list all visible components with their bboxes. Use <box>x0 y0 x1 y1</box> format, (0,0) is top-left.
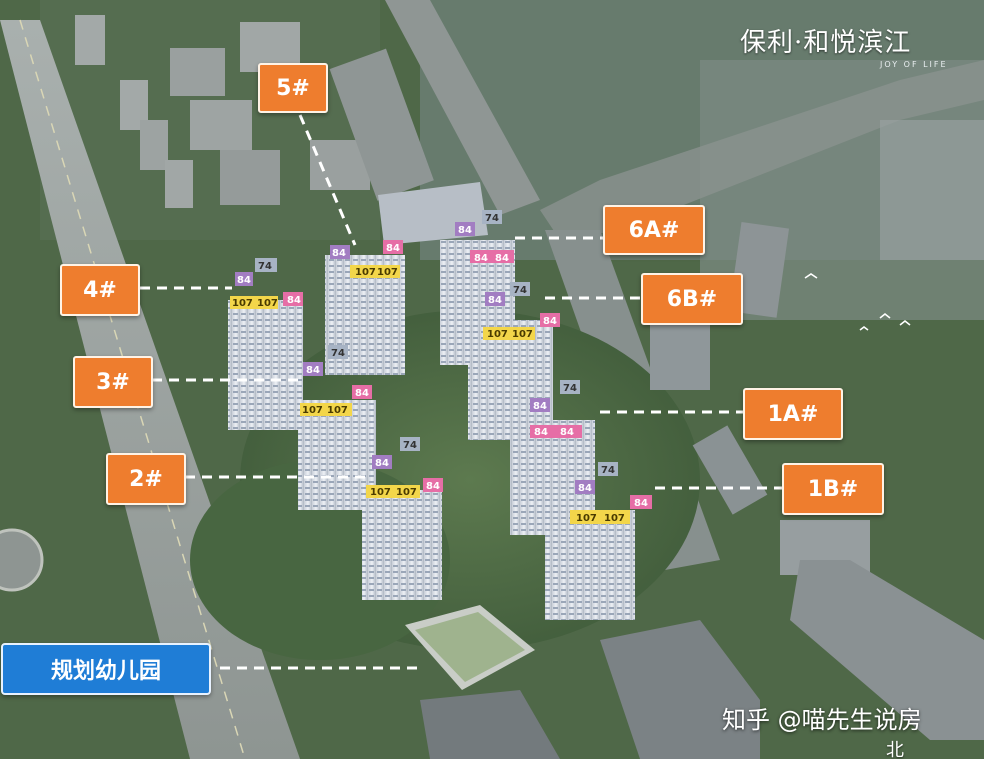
unit-label: 107 <box>576 513 597 524</box>
block-building <box>140 120 168 170</box>
building-label-6a: 6A# <box>603 205 705 255</box>
unit-label: 74 <box>485 213 499 224</box>
tower-2 <box>362 437 443 600</box>
brand-tagline: JOY OF LIFE <box>880 60 948 69</box>
unit-label: 84 <box>488 295 502 306</box>
unit-label: 84 <box>287 295 301 306</box>
kindergarten-roof <box>415 612 525 682</box>
unit-label: 74 <box>403 440 417 451</box>
unit-label: 74 <box>331 348 345 359</box>
unit-label: 84 <box>495 253 509 264</box>
unit-label: 84 <box>386 243 400 254</box>
north-indicator: 北 <box>886 740 904 759</box>
unit-label: 84 <box>237 275 251 286</box>
block-building <box>790 560 984 740</box>
building-label-1b: 1B# <box>782 463 884 515</box>
kindergarten-label: 规划幼儿园 <box>1 643 211 695</box>
unit-label: 84 <box>560 427 574 438</box>
block-building <box>220 150 280 205</box>
unit-label: 74 <box>601 465 615 476</box>
unit-label: 74 <box>513 285 527 296</box>
unit-label: 84 <box>332 248 346 259</box>
unit-label: 84 <box>458 225 472 236</box>
unit-label: 107 <box>302 405 323 416</box>
block-building <box>880 120 984 260</box>
unit-label: 107 <box>512 329 533 340</box>
brand-name: 保利·和悦滨江 <box>740 28 912 58</box>
unit-label: 107 <box>327 405 348 416</box>
block-building <box>420 690 560 759</box>
block-building <box>692 425 768 515</box>
building-label-3: 3# <box>73 356 153 408</box>
unit-label: 107 <box>487 329 508 340</box>
unit-label: 107 <box>355 267 376 278</box>
unit-label: 84 <box>534 427 548 438</box>
unit-label: 74 <box>258 261 272 272</box>
building-label-5: 5# <box>258 63 328 113</box>
unit-label: 84 <box>355 388 369 399</box>
unit-label: 107 <box>257 298 278 309</box>
unit-label: 107 <box>377 267 398 278</box>
birds <box>804 273 911 331</box>
side-road <box>385 0 540 215</box>
leader-lines <box>140 114 782 670</box>
block-building <box>329 48 434 201</box>
unit-label: 84 <box>634 498 648 509</box>
block-building <box>75 15 105 65</box>
tower-1b <box>545 462 652 620</box>
unit-label: 84 <box>543 316 557 327</box>
building-label-2: 2# <box>106 453 186 505</box>
block-building <box>728 221 790 318</box>
leader-5 <box>298 114 357 246</box>
roundabout <box>0 528 44 592</box>
unit-label: 84 <box>578 483 592 494</box>
block-building <box>165 160 193 208</box>
building-label-4: 4# <box>60 264 140 316</box>
unit-label: 107 <box>604 513 625 524</box>
unit-label: 84 <box>426 481 440 492</box>
riverside-road <box>540 60 984 240</box>
watermark: 知乎 @喵先生说房 <box>722 706 922 734</box>
block-building <box>600 620 760 759</box>
unit-label: 74 <box>563 383 577 394</box>
unit-label: 84 <box>533 401 547 412</box>
block-building <box>170 48 225 96</box>
building-label-6b: 6B# <box>641 273 743 325</box>
unit-label: 84 <box>306 365 320 376</box>
unit-label: 84 <box>375 458 389 469</box>
unit-label: 107 <box>232 298 253 309</box>
tower-4 <box>228 258 303 430</box>
building-label-1a: 1A# <box>743 388 843 440</box>
block-building <box>190 100 252 150</box>
unit-label: 107 <box>396 487 417 498</box>
unit-label: 107 <box>370 487 391 498</box>
unit-label: 84 <box>474 253 488 264</box>
